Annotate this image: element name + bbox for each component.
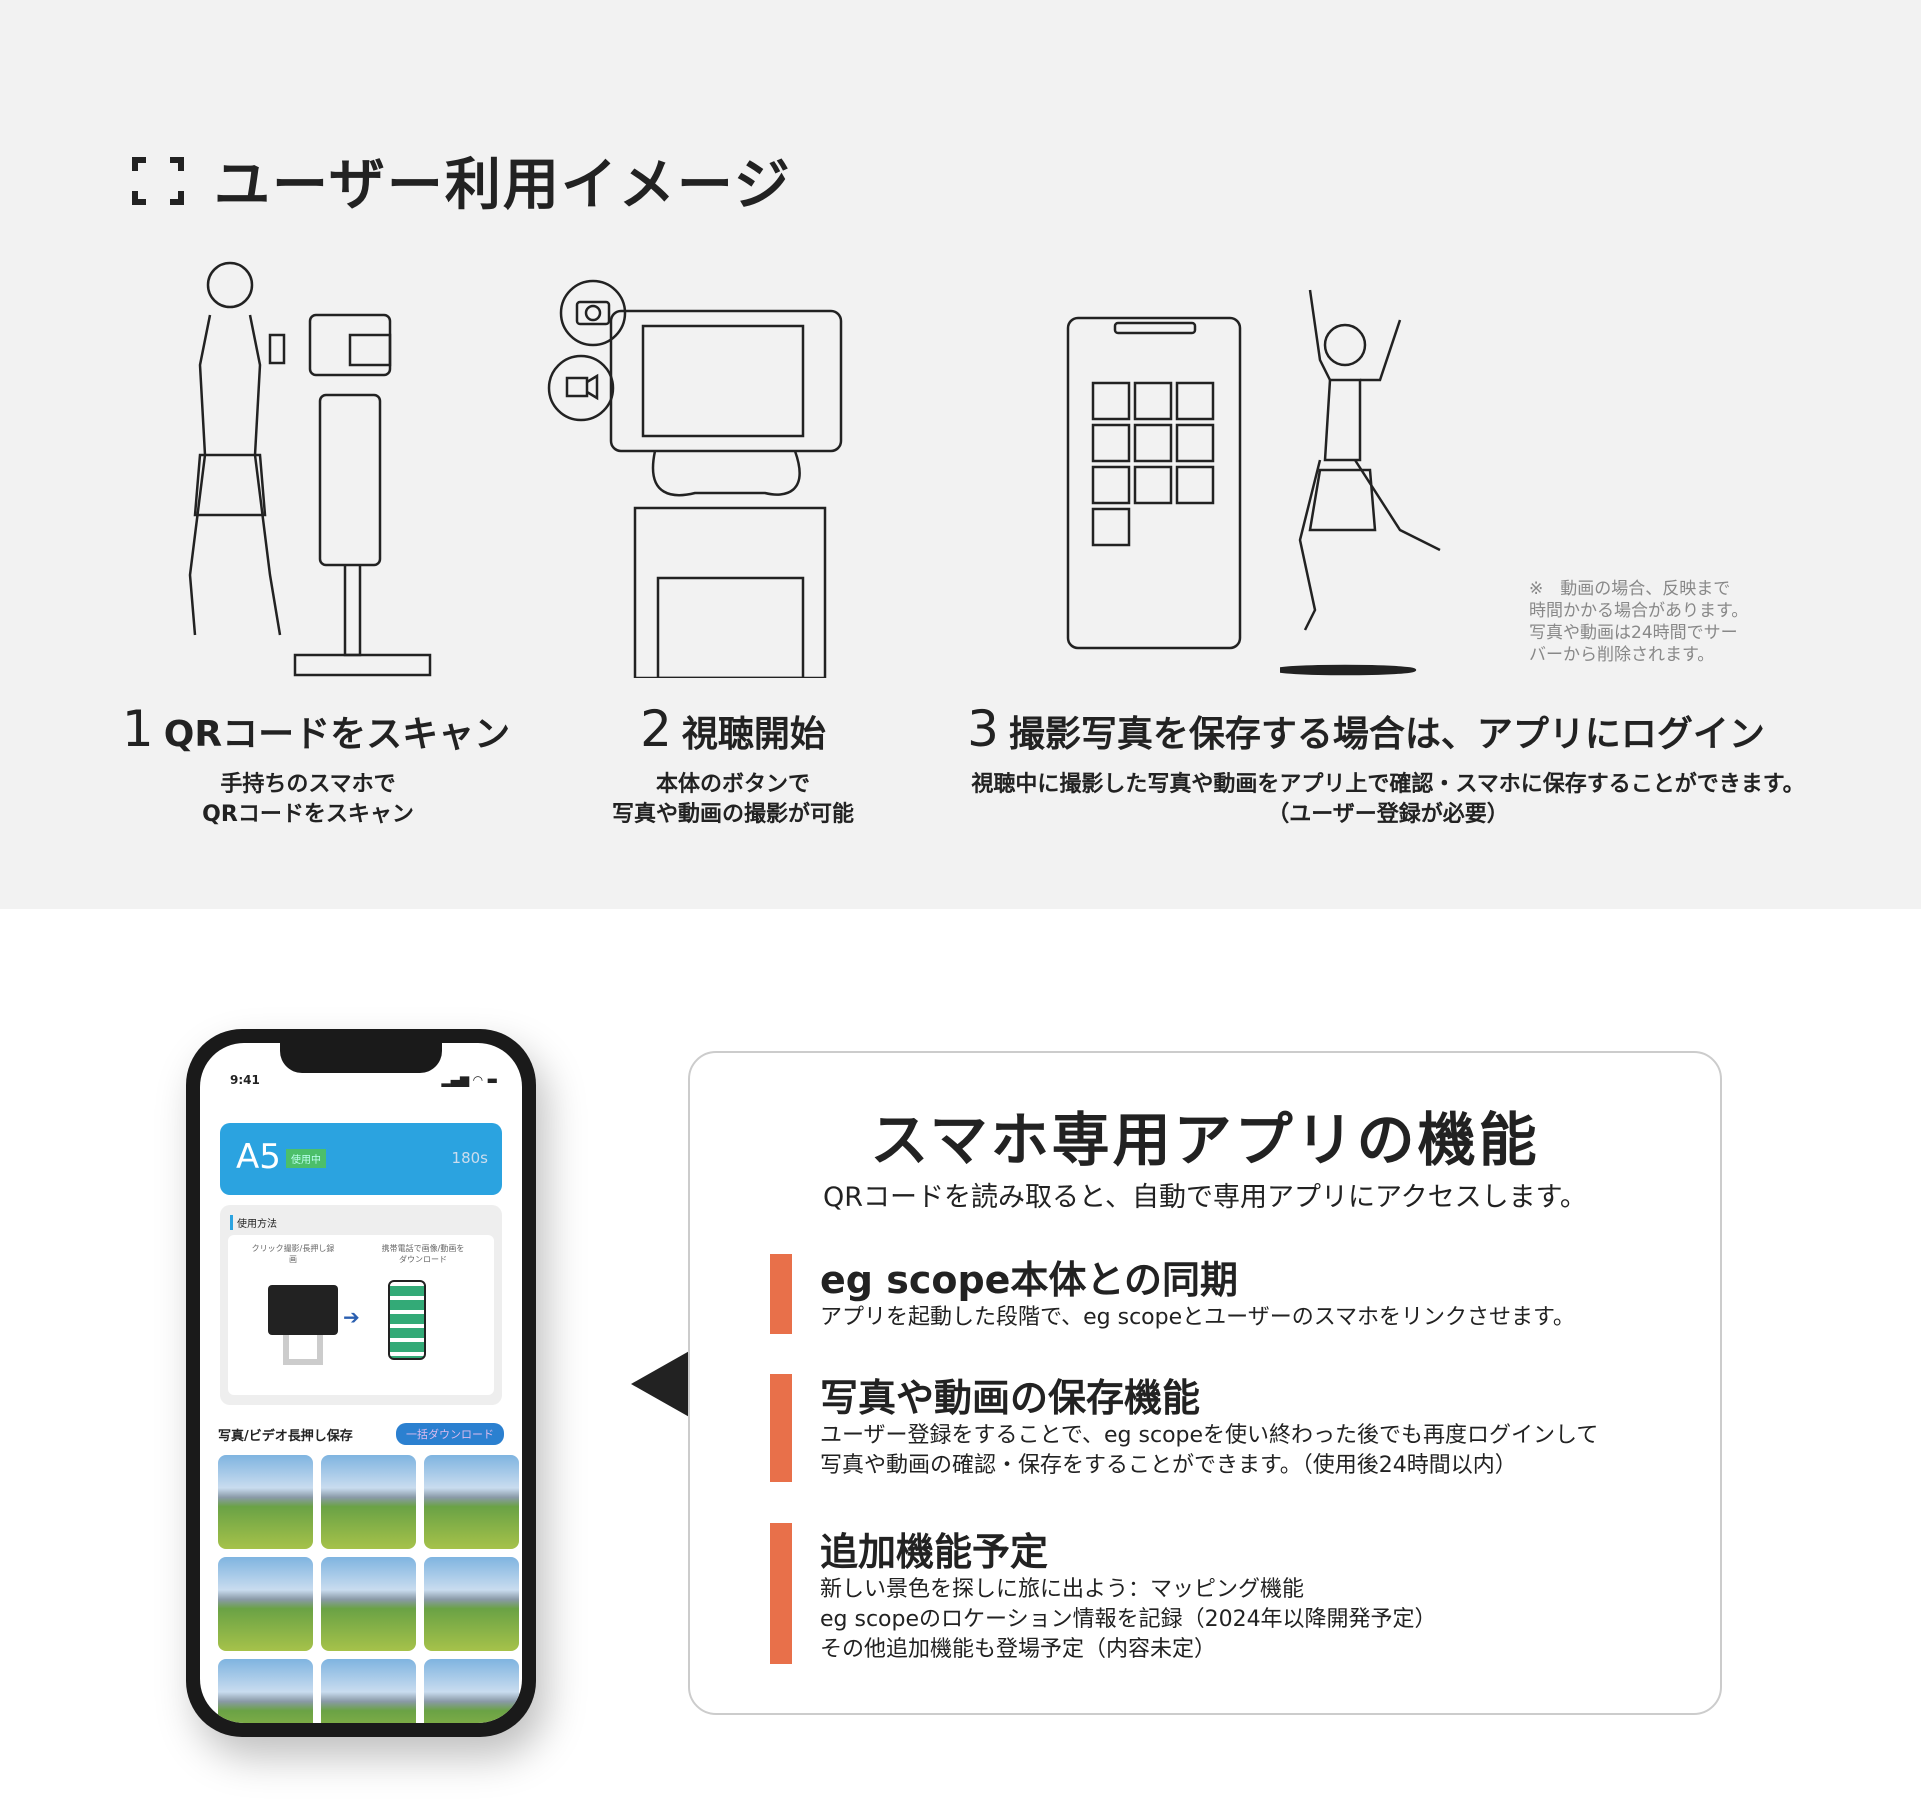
photo-thumbnail[interactable] bbox=[321, 1659, 416, 1723]
photo-thumbnail[interactable] bbox=[218, 1659, 313, 1723]
download-all-button[interactable]: 一括ダウンロード bbox=[396, 1423, 504, 1445]
desc-line: （ユーザー登録が必要） bbox=[1267, 802, 1509, 827]
howto-label: 使用方法 bbox=[230, 1215, 277, 1230]
note-line: 時間かかる場合があります。 bbox=[1529, 601, 1749, 621]
gallery-label: 写真/ビデオ長押し保存 bbox=[218, 1429, 353, 1444]
signal-wifi-battery-icon: ▂▄▆ ◠ ▬ bbox=[441, 1073, 498, 1087]
jumping-user-illustration bbox=[1280, 289, 1441, 676]
card-subtitle: QRコードを読み取ると、自動で専用アプリにアクセスします。 bbox=[823, 1182, 1587, 1213]
device-status-card: A5 使用中 180s bbox=[220, 1123, 502, 1195]
step-title: QRコードをスキャン bbox=[163, 714, 511, 755]
card-title: スマホ専用アプリの機能 bbox=[870, 1106, 1540, 1174]
arrow-icon: ➔ bbox=[343, 1305, 360, 1329]
photo-thumbnail[interactable] bbox=[321, 1455, 416, 1549]
user-scanning-illustration bbox=[188, 261, 432, 677]
photo-thumbnail[interactable] bbox=[424, 1659, 519, 1723]
desc-line: その他追加機能も登場予定（内容未定） bbox=[820, 1637, 1217, 1662]
deletion-note: ※ 動画の場合、反映まで 時間かかる場合があります。 写真や動画は24時間でサー… bbox=[1529, 578, 1769, 666]
accent-bar bbox=[770, 1254, 792, 1334]
step-title: 視聴開始 bbox=[681, 714, 826, 755]
desc-line: 手持ちのスマホで bbox=[220, 772, 396, 797]
note-line: 写真や動画は24時間でサー bbox=[1529, 623, 1738, 643]
accent-bar bbox=[770, 1374, 792, 1482]
desc-line: ユーザー登録をすることで、eg scopeを使い終わった後でも再度ログインして bbox=[820, 1423, 1599, 1448]
howto-illustration: クリック撮影/長押し録画 携帯電話で画像/動画をダウンロード ➔ bbox=[228, 1235, 494, 1395]
feature-heading: 追加機能予定 bbox=[820, 1530, 1049, 1574]
step-number: 1 bbox=[121, 700, 154, 758]
note-line: バーから削除されます。 bbox=[1529, 645, 1715, 665]
step-2-desc: 本体のボタンで写真や動画の撮影が可能 bbox=[612, 770, 854, 830]
app-features-card: スマホ専用アプリの機能 QRコードを読み取ると、自動で専用アプリにアクセスします… bbox=[688, 1051, 1722, 1715]
note-line: ※ 動画の場合、反映まで bbox=[1529, 579, 1731, 599]
feature-desc: ユーザー登録をすることで、eg scopeを使い終わった後でも再度ログインして写… bbox=[820, 1421, 1598, 1481]
phone-notch bbox=[280, 1043, 442, 1073]
desc-line: 写真や動画の確認・保存をすることができます。（使用後24時間以内） bbox=[820, 1453, 1517, 1478]
desc-line: アプリを起動した段階で、eg scopeとユーザーのスマホをリンクさせます。 bbox=[820, 1305, 1575, 1330]
photo-thumbnail[interactable] bbox=[218, 1455, 313, 1549]
howto-left-text: クリック撮影/長押し録画 bbox=[251, 1244, 335, 1264]
desc-line: 視聴中に撮影した写真や動画をアプリ上で確認・スマホに保存することができます。 bbox=[971, 772, 1805, 797]
photo-thumbnail[interactable] bbox=[218, 1557, 313, 1651]
desc-line: eg scopeのロケーション情報を記録（2024年以降開発予定） bbox=[820, 1607, 1437, 1632]
status-time: 9:41 bbox=[230, 1073, 260, 1087]
photo-thumbnail[interactable] bbox=[321, 1557, 416, 1651]
howto-right-text: 携帯電話で画像/動画をダウンロード bbox=[381, 1244, 465, 1264]
photo-grid bbox=[218, 1455, 520, 1723]
phone-screen: 9:41 ▂▄▆ ◠ ▬ A5 使用中 180s 使用方法 クリック撮影/長押し… bbox=[200, 1043, 522, 1723]
desc-line: QRコードをスキャン bbox=[202, 802, 414, 827]
step-number: 2 bbox=[640, 700, 672, 758]
feature-desc: アプリを起動した段階で、eg scopeとユーザーのスマホをリンクさせます。 bbox=[820, 1303, 1575, 1333]
desc-line: 本体のボタンで bbox=[655, 772, 811, 797]
app-phone-mockup: 9:41 ▂▄▆ ◠ ▬ A5 使用中 180s 使用方法 クリック撮影/長押し… bbox=[186, 1029, 536, 1737]
status-badge: 使用中 bbox=[286, 1149, 326, 1168]
device-name: A5 bbox=[236, 1137, 281, 1177]
howto-panel: 使用方法 クリック撮影/長押し録画 携帯電話で画像/動画をダウンロード ➔ bbox=[220, 1205, 502, 1405]
step-number: 3 bbox=[967, 700, 999, 758]
photo-thumbnail[interactable] bbox=[424, 1557, 519, 1651]
section-title-text: ユーザー利用イメージ bbox=[214, 153, 792, 218]
feature-heading: eg scope本体との同期 bbox=[820, 1258, 1239, 1302]
desc-line: 新しい景色を探しに旅に出よう：マッピング機能 bbox=[820, 1577, 1305, 1602]
timer: 180s bbox=[451, 1149, 488, 1167]
step-1-desc: 手持ちのスマホで QRコードをスキャン bbox=[202, 770, 414, 830]
phone-gallery-illustration bbox=[1066, 316, 1242, 650]
feature-heading: 写真や動画の保存機能 bbox=[820, 1376, 1201, 1420]
photo-thumbnail[interactable] bbox=[424, 1455, 519, 1549]
step-3-desc: 視聴中に撮影した写真や動画をアプリ上で確認・スマホに保存することができます。 （ユ… bbox=[971, 770, 1804, 830]
step-title: 撮影写真を保存する場合は、アプリにログイン bbox=[1008, 714, 1765, 755]
feature-desc: 新しい景色を探しに旅に出よう：マッピング機能 eg scopeのロケーション情報を… bbox=[820, 1575, 1437, 1665]
frame-icon bbox=[132, 156, 184, 205]
section-title: ユーザー利用イメージ bbox=[132, 140, 792, 221]
desc-line: 写真や動画の撮影が可能 bbox=[611, 802, 855, 827]
accent-bar bbox=[770, 1523, 792, 1664]
device-illustration bbox=[547, 279, 843, 678]
